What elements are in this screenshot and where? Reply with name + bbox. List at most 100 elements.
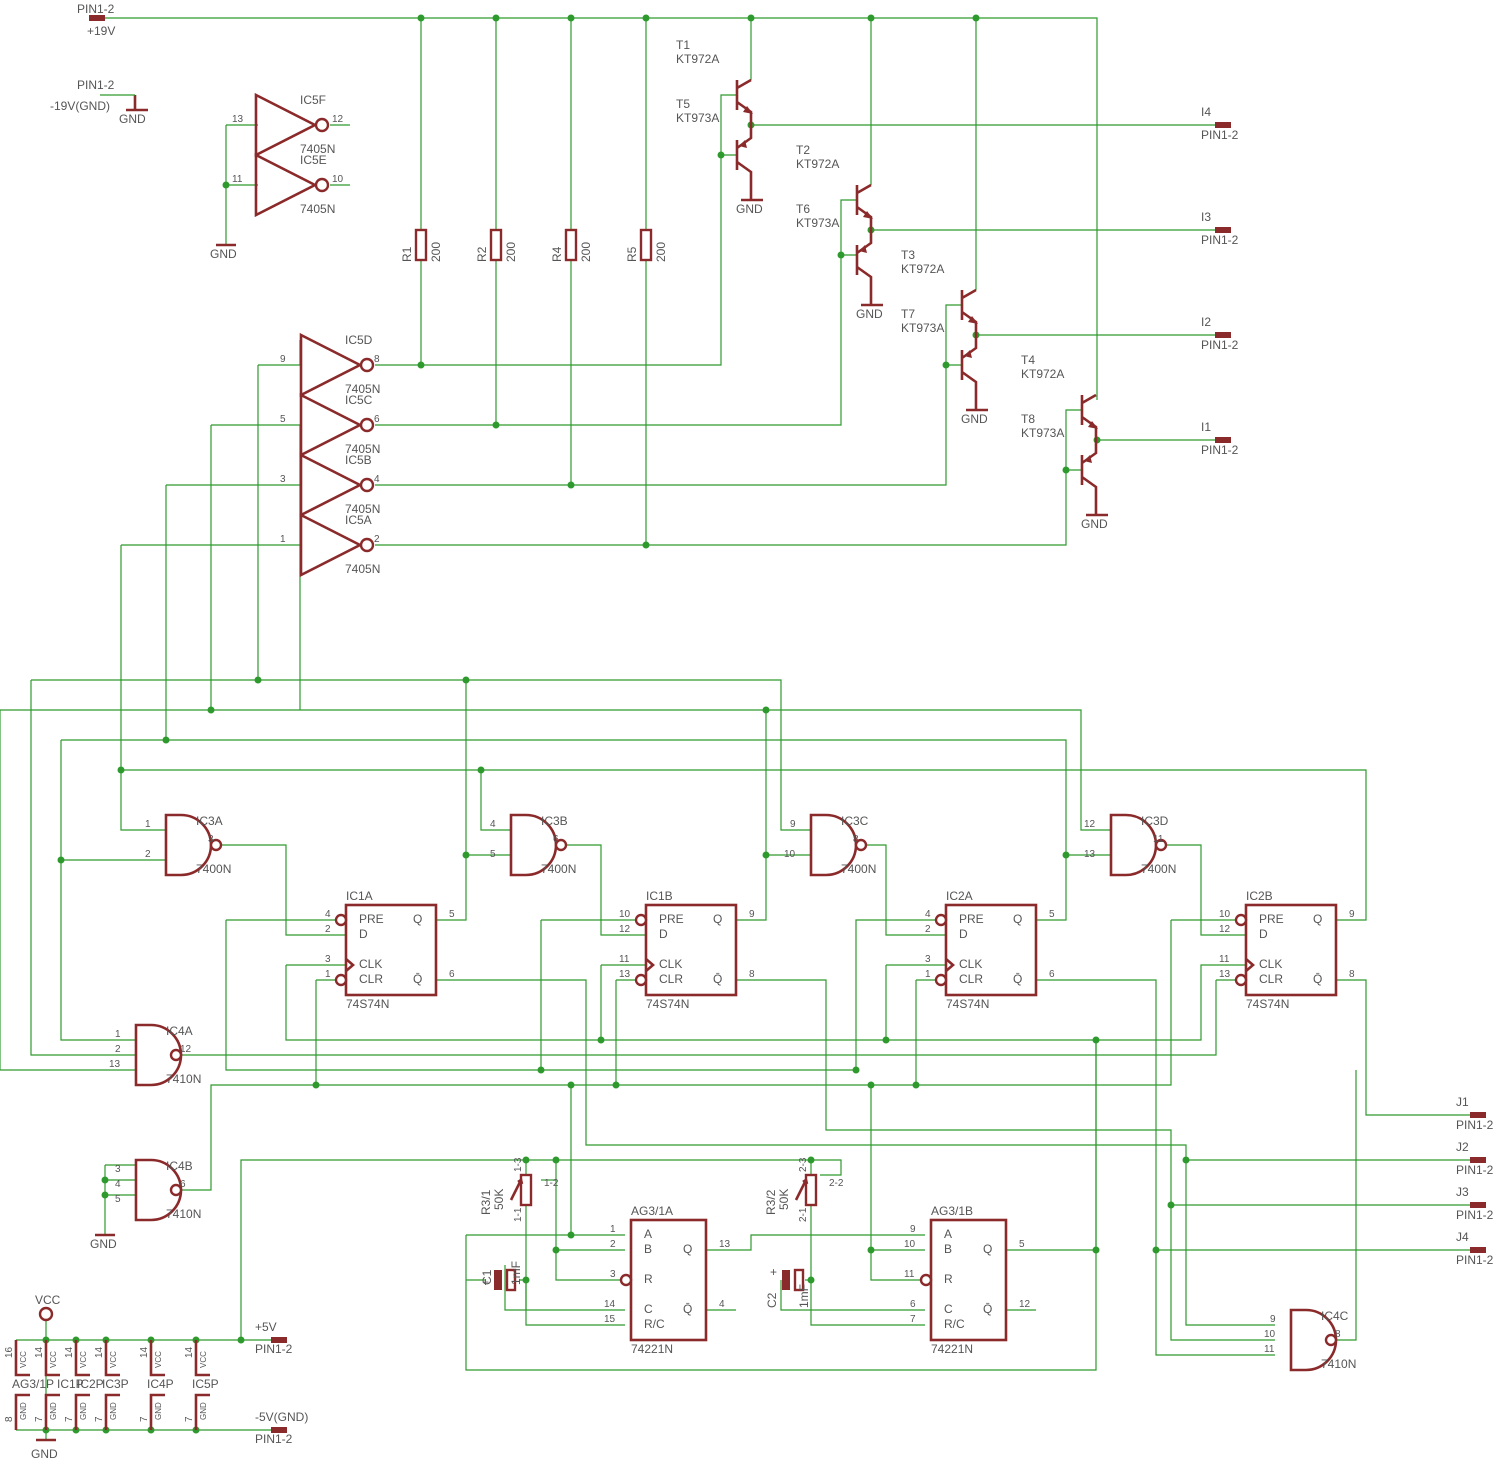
supply-vcc-pin-1: 14 <box>34 1346 45 1358</box>
resistor-r5-value: 200 <box>654 242 668 262</box>
ic3b-pin1: 4 <box>490 819 496 830</box>
ic3c: IC3C 7400N 9 10 8 <box>784 813 876 877</box>
ic5f-name: IC5F <box>300 93 326 107</box>
ic3c-name: IC3C <box>841 814 869 828</box>
ff-ic2a-pinq: 5 <box>1049 909 1055 920</box>
ic3c-pinout: 8 <box>853 834 859 845</box>
ic4b: IC4B 7410N 3 4 5 6 GND <box>90 1158 201 1251</box>
pot-r3-2-top: 2-3 <box>798 1157 809 1172</box>
resistor-r1: R1 200 <box>400 228 443 262</box>
ic5e-gnd: GND <box>210 243 237 261</box>
ic4b-gnd: GND <box>90 1237 117 1251</box>
ff-ic1a-pinq: 5 <box>449 909 455 920</box>
mono-ag3-1b-q: Q <box>983 1242 992 1256</box>
ic5e-name: IC5E <box>300 153 327 167</box>
ic5b-pin-in: 3 <box>280 474 286 485</box>
ff-ic1b-part: 74S74N <box>646 997 689 1011</box>
output-i3-name: I3 <box>1201 210 1211 224</box>
vcc-label: VCC <box>35 1293 61 1307</box>
ic4a-pinout: 12 <box>180 1044 192 1055</box>
mono-ag3-1b-b: B <box>944 1242 952 1256</box>
wires <box>0 17 1470 1440</box>
pwr-minus5v-pin: PIN1-2 <box>255 1432 293 1446</box>
t4-part: KT972A <box>1021 367 1064 381</box>
ic4c-part: 7410N <box>1321 1357 1356 1371</box>
ff-ic1b: IC1B 74S74N PRE D CLK CLR Q Q̄ 10 12 11 … <box>619 889 755 1011</box>
jack-j4-name: J4 <box>1456 1230 1469 1244</box>
transistor-pair-4: T4 KT972A T8 KT973A GND <box>1021 353 1108 531</box>
pot-r3-1-name: R3/1 <box>479 1189 493 1215</box>
ff-ic2b-clk: CLK <box>1259 957 1282 971</box>
supply-vcc-text-2: VCC <box>79 1351 88 1368</box>
ff-ic1b-pre: PRE <box>659 912 684 926</box>
resistor-r4-name: R4 <box>550 246 564 262</box>
mono-ag3-1a-pinrc: 15 <box>604 1314 616 1325</box>
ic5b-part: 7405N <box>345 502 380 516</box>
ic5b-name: IC5B <box>345 453 372 467</box>
ic4b-pin2: 4 <box>115 1179 121 1190</box>
ff-ic1a-pre: PRE <box>359 912 384 926</box>
ff-ic1b-clk: CLK <box>659 957 682 971</box>
supply-vcc-stub-1 <box>44 1340 60 1377</box>
ff-ic2b: IC2B 74S74N PRE D CLK CLR Q Q̄ 10 12 11 … <box>1219 889 1355 1011</box>
ic5b: IC5B 7405N 3 4 <box>280 452 380 518</box>
output-i1: I1 PIN1-2 <box>1201 420 1239 457</box>
ff-ic1a-pinpre: 4 <box>325 909 331 920</box>
jack-j3-name: J3 <box>1456 1185 1469 1199</box>
t6-name: T6 <box>796 202 810 216</box>
jack-j1-pin: PIN1-2 <box>1456 1118 1494 1132</box>
ic5d-pin-in: 9 <box>280 354 286 365</box>
ff-ic2b-clr: CLR <box>1259 972 1283 986</box>
ic5a-part: 7405N <box>345 562 380 576</box>
pwr-19v-label: +19V <box>87 24 115 38</box>
jack-j2: J2 PIN1-2 <box>1456 1140 1494 1177</box>
jack-j3: J3 PIN1-2 <box>1456 1185 1494 1222</box>
ff-ic2a-pre: PRE <box>959 912 984 926</box>
ic4a-part: 7410N <box>166 1072 201 1086</box>
ic5e: IC5E 7405N 11 10 <box>232 152 344 218</box>
ff-ic2a-pinpre: 4 <box>925 909 931 920</box>
ff-ic1b-clr: CLR <box>659 972 683 986</box>
mono-ag3-1b-pinq: 5 <box>1019 1239 1025 1250</box>
t1-part: KT972A <box>676 52 719 66</box>
mono-ag3-1a-pinr: 3 <box>610 1269 616 1280</box>
t6-part: KT973A <box>796 216 839 230</box>
ff-ic2b-q: Q <box>1313 912 1322 926</box>
supply-vcc-stub-0 <box>14 1340 30 1377</box>
t8-name: T8 <box>1021 412 1035 426</box>
ff-ic2b-pinclr: 13 <box>1219 969 1231 980</box>
mono-ag3-1a-r: R <box>644 1272 653 1286</box>
pwr-5v-label: +5V <box>255 1320 277 1334</box>
ff-ic1b-pinclk: 11 <box>619 954 630 965</box>
mono-ag3-1b-pinr: 11 <box>904 1269 915 1280</box>
output-i3-pin: PIN1-2 <box>1201 233 1239 247</box>
pwr-minus19v-pin: PIN1-2 <box>77 78 115 92</box>
pot-r3-2-name: R3/2 <box>764 1189 778 1215</box>
output-i3: I3 PIN1-2 <box>1201 210 1239 247</box>
resistor-r4: R4 200 <box>550 228 593 262</box>
ic5d-pin-out: 8 <box>374 354 380 365</box>
mono-ag3-1b-a: A <box>944 1227 952 1241</box>
mono-ag3-1a: AG3/1A 74221N A B R C R/C Q Q̄ 1 2 3 14 … <box>604 1204 731 1356</box>
ff-ic1b-name: IC1B <box>646 889 673 903</box>
ff-ic1a-pinclr: 1 <box>325 969 331 980</box>
t5-part: KT973A <box>676 111 719 125</box>
ff-ic2a-pinclr: 1 <box>925 969 931 980</box>
ic5c-pin-in: 5 <box>280 414 286 425</box>
supply-vcc-stub-3 <box>104 1340 120 1377</box>
ff-ic2b-pinclk: 11 <box>1219 954 1230 965</box>
ic3a: IC3A 7400N 1 2 3 <box>145 813 231 877</box>
ff-ic1b-pinpre: 10 <box>619 909 631 920</box>
ff-ic2a-d: D <box>959 927 968 941</box>
ic5e-pin-in: 11 <box>232 174 243 185</box>
pot-r3-1: R3/1 50K 1-3 1-2 1-1 <box>479 1157 559 1222</box>
ic3a-pin2: 2 <box>145 849 151 860</box>
supply-vcc-pin-3: 14 <box>94 1346 105 1358</box>
mono-ag3-1a-b: B <box>644 1242 652 1256</box>
supply-gnd-stub-2 <box>74 1393 90 1430</box>
ff-ic1a-pinclk: 3 <box>325 954 331 965</box>
transistor-pair-3: T3 KT972A T7 KT973A GND <box>901 248 988 426</box>
output-i2-pin: PIN1-2 <box>1201 338 1239 352</box>
supply-gnd-text-0: GND <box>19 1402 28 1420</box>
